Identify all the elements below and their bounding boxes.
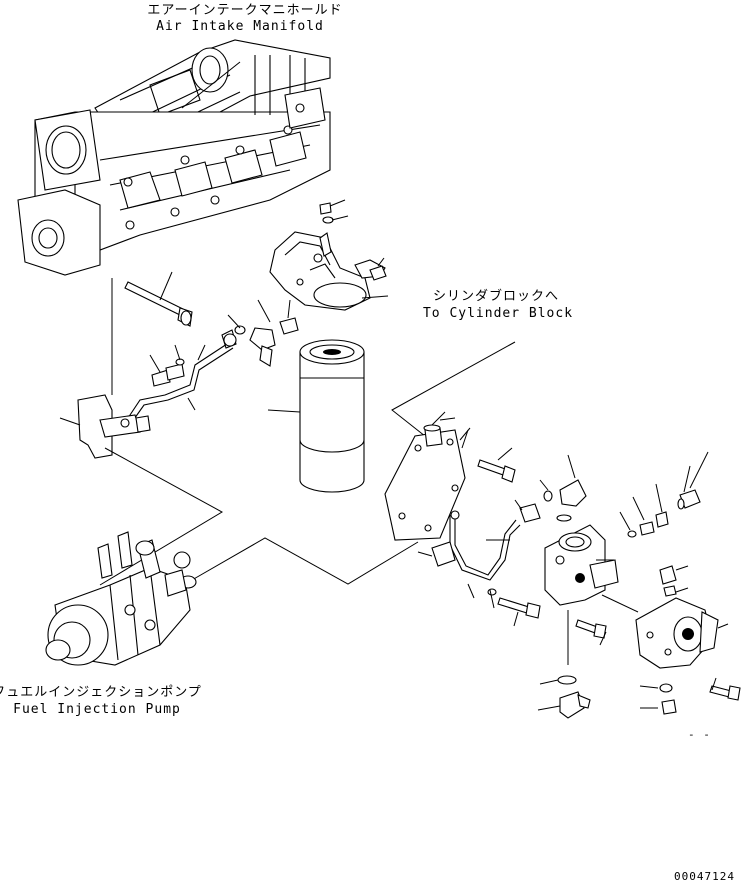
spacer-collar <box>423 424 443 447</box>
fuel-filter-cartridge <box>299 339 365 493</box>
banjo-bolt-assembly <box>221 317 299 367</box>
filter-head-small-parts <box>319 202 387 281</box>
fuel-tube-lower <box>431 503 541 596</box>
feed-pump <box>635 597 719 669</box>
manifold-leader <box>181 61 241 109</box>
pump-mounting-bolts <box>497 597 607 639</box>
feed-pump-small-parts <box>659 565 741 715</box>
fuel-filter-head <box>269 231 371 311</box>
air-intake-label-en: Air Intake Manifold <box>156 19 324 34</box>
small-orings <box>543 490 669 538</box>
fuel-injection-pump <box>45 531 197 666</box>
small-bolts-left <box>151 358 185 387</box>
air-intake-manifold <box>17 39 331 276</box>
drawing-number: 00047124 <box>674 870 735 883</box>
long-bolt <box>124 281 193 327</box>
drain-plug <box>677 489 701 510</box>
bolt-right-1 <box>477 459 516 483</box>
elbow-fitting <box>556 479 587 522</box>
priming-pump-body <box>544 524 619 606</box>
cylinder-block-label-jp: シリンダブロックへ <box>432 289 560 304</box>
fuel-tube-upper <box>127 333 237 423</box>
cylinder-block-label-en: To Cylinder Block <box>422 306 574 321</box>
cover-gasket-plate <box>384 429 466 541</box>
check-valve <box>557 675 591 719</box>
mounting-bracket <box>77 394 151 459</box>
fuel-pump-label-jp: フュエルインジェクションポンプ <box>0 685 202 700</box>
fuel-pump-label-en: Fuel Injection Pump <box>13 702 181 717</box>
air-intake-label-jp: エアーインテークマニホールド <box>147 3 343 18</box>
small-mark: - - <box>688 728 711 741</box>
